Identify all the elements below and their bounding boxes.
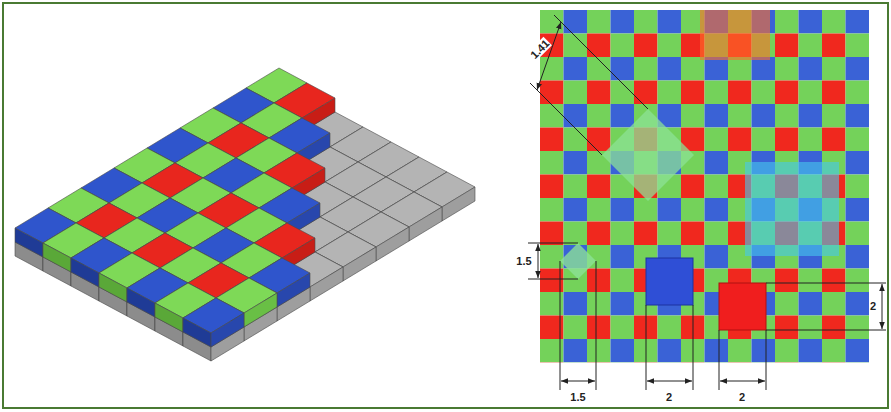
cube-side (155, 303, 183, 332)
cube-side (43, 243, 71, 272)
cube-side (211, 313, 244, 347)
red-square (719, 283, 766, 330)
cube-side (127, 288, 155, 317)
dimension-label: 2 (738, 391, 746, 403)
green-diamond-small (560, 243, 596, 279)
dimension-label: 2 (869, 300, 877, 312)
cube-side (343, 247, 376, 281)
cube-side (277, 273, 310, 307)
dimension-label: 1.5 (569, 391, 586, 403)
green-diamond-large (602, 109, 694, 201)
isometric-sensor (15, 68, 475, 361)
red-overlay (700, 10, 770, 60)
bayer-grid (540, 10, 869, 363)
dimension-label: 2 (665, 391, 673, 403)
blue-square (646, 258, 693, 305)
cube-side (409, 207, 442, 241)
blue-overlay (745, 162, 839, 256)
cube-side (71, 258, 99, 287)
cube-side (99, 273, 127, 302)
dimension-label: 1.5 (515, 255, 532, 267)
cube-side (310, 267, 343, 301)
cube-side (442, 187, 475, 221)
cube-side (15, 228, 43, 257)
frame-border (3, 3, 888, 408)
dimension-lines (528, 15, 886, 390)
cube-side (183, 318, 211, 347)
cube-side (376, 227, 409, 261)
cube-side (244, 293, 277, 327)
